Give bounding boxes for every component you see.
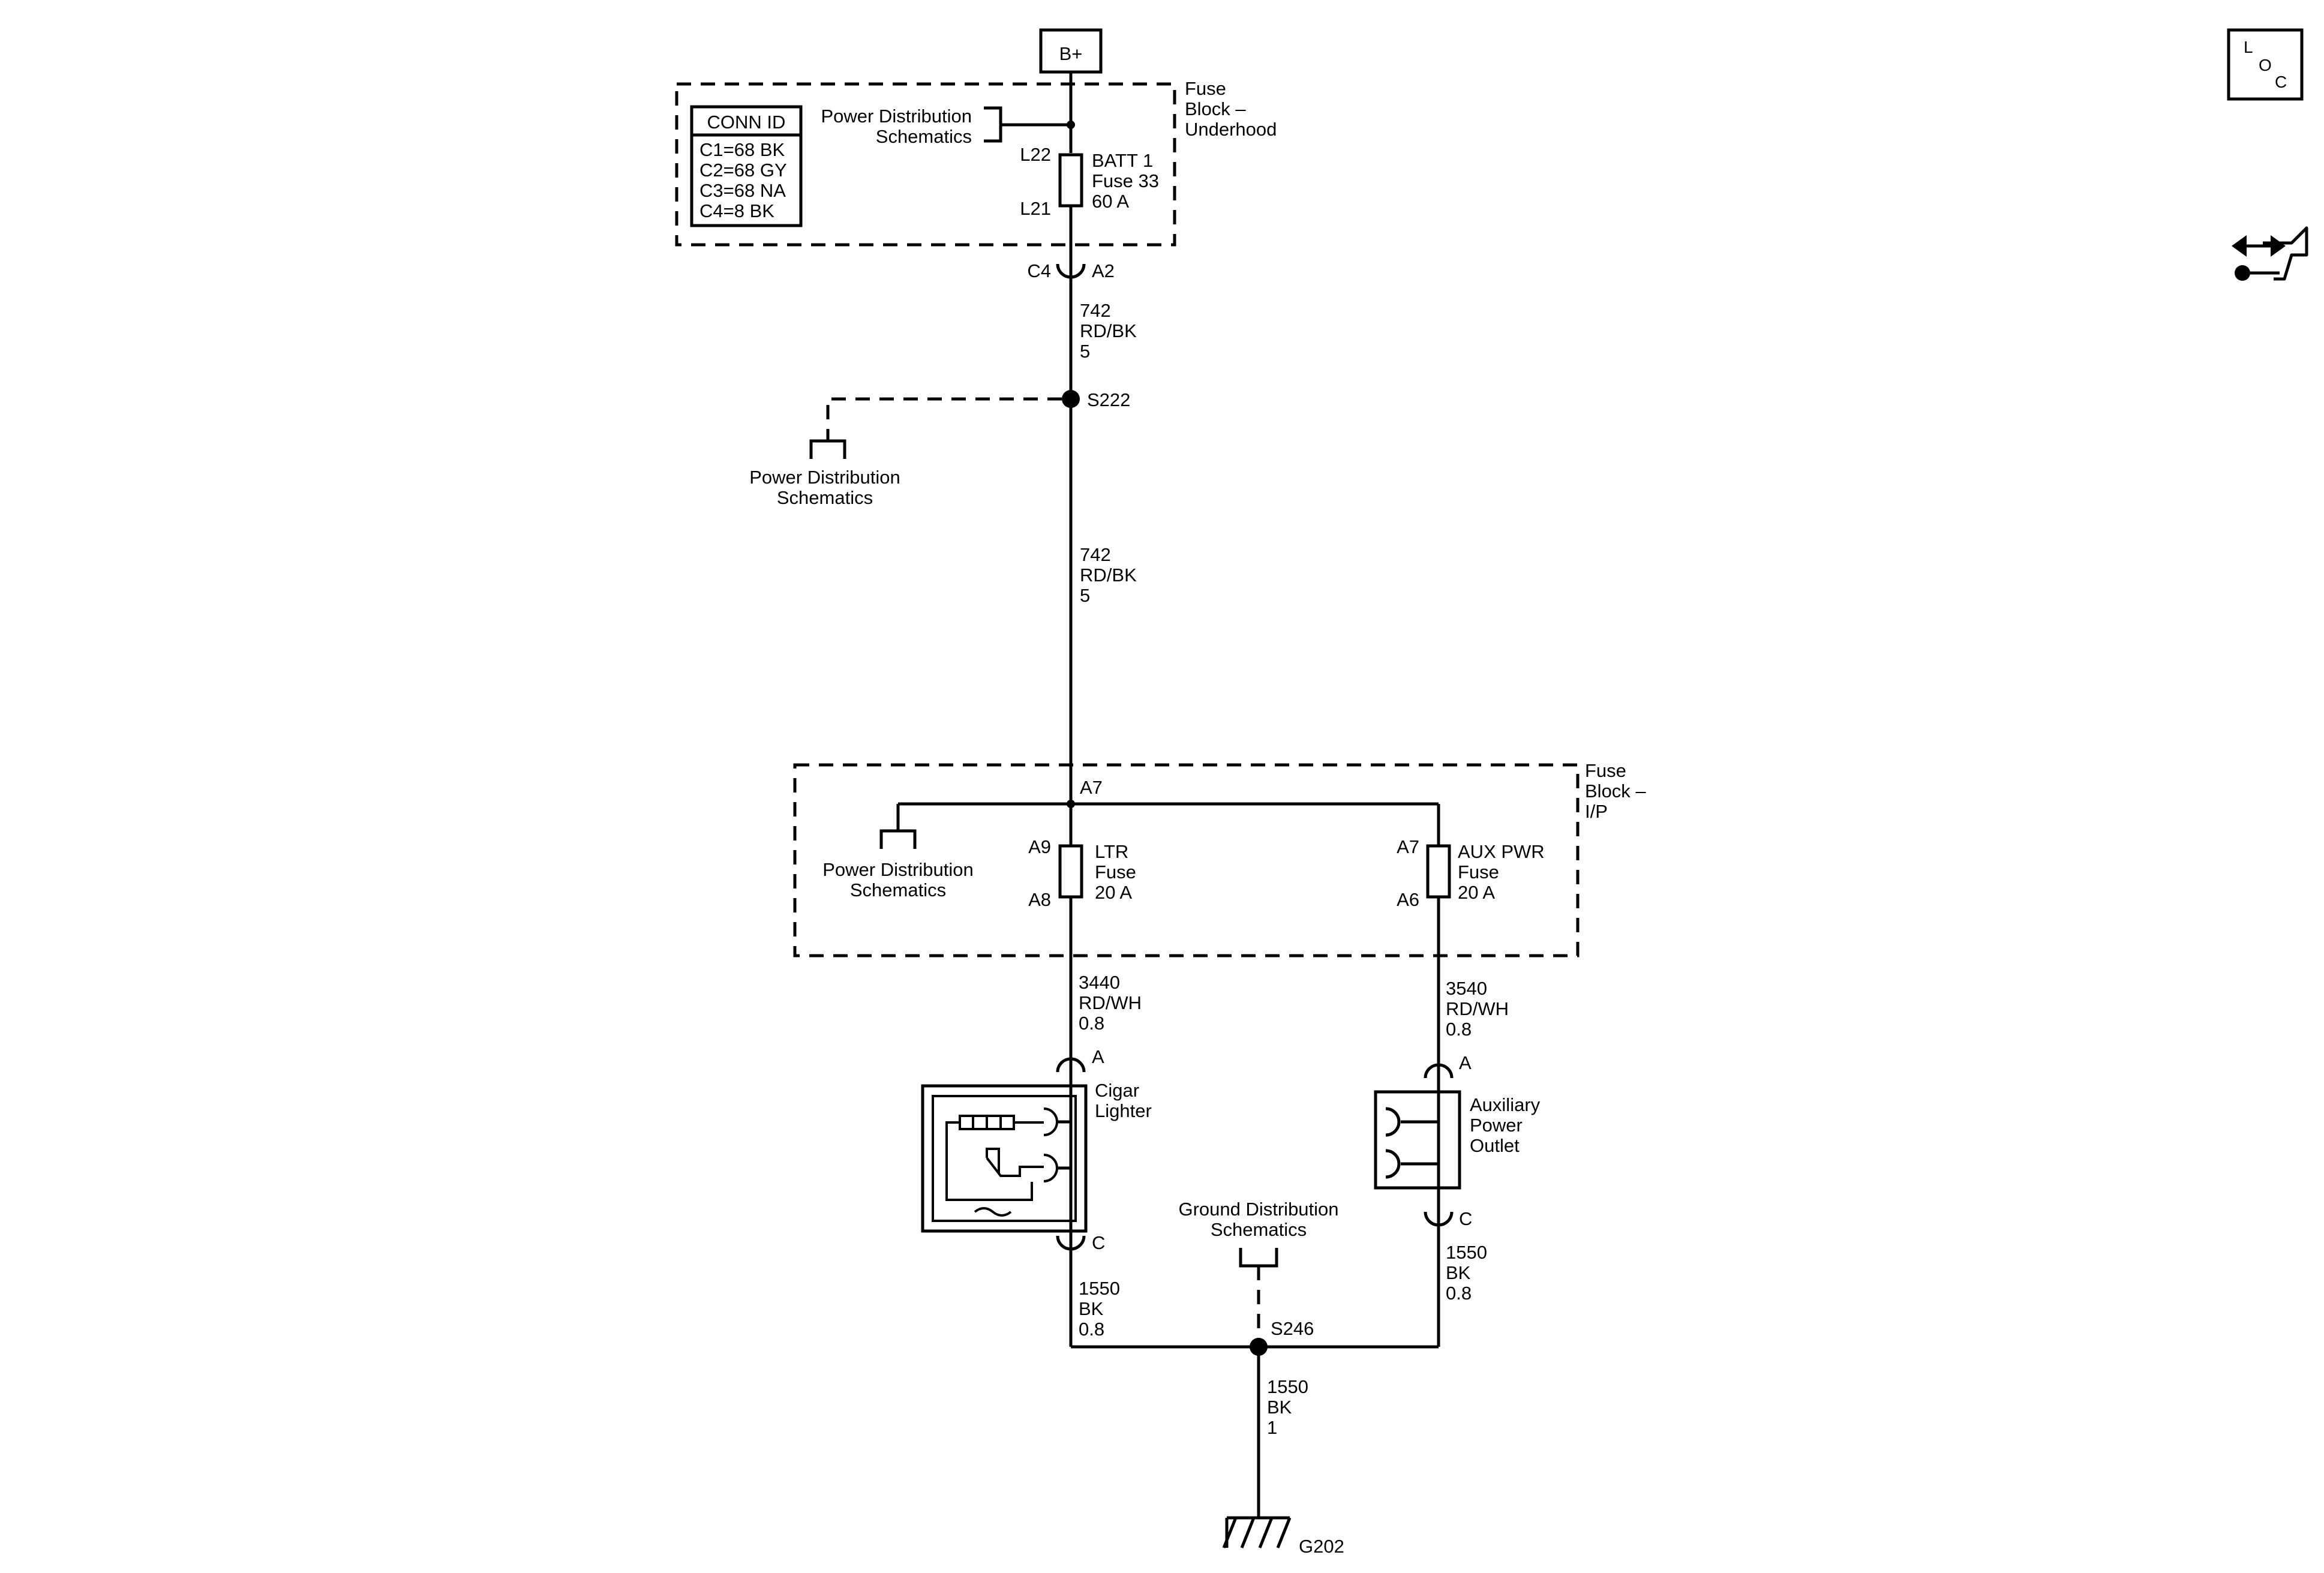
ground-g202-label: G202 (1299, 1536, 1344, 1557)
wire-742-lower-circuit: 742 (1080, 544, 1111, 565)
splice-s222 (1062, 390, 1080, 408)
aux-outlet-label-3: Outlet (1470, 1135, 1520, 1156)
splice-s222-label: S222 (1087, 389, 1130, 410)
aux-power-fuse: A7 A6 AUX PWR Fuse 20 A (1397, 836, 1545, 910)
wire-3440-color: RD/WH (1079, 992, 1142, 1013)
aux-fuse-rating: 20 A (1458, 882, 1495, 903)
auxiliary-power-outlet: A Auxiliary Power Outlet C (1374, 1052, 1541, 1229)
cigar-lighter-label-2: Lighter (1095, 1100, 1152, 1121)
splice-s246-label: S246 (1271, 1318, 1314, 1339)
conn-id-row: C3=68 NA (699, 180, 786, 201)
wire-3440-gauge: 0.8 (1079, 1013, 1104, 1034)
aux-outlet-pin-c: C (1459, 1208, 1472, 1229)
connector-c4: C4 A2 (1027, 260, 1115, 281)
batt1-fuse-rating: 60 A (1092, 191, 1129, 212)
wire-742-lower-gauge: 5 (1080, 585, 1090, 606)
fuse-block-ip-title-2: Block – (1585, 781, 1646, 801)
s222-power-distribution-ref: Power Distribution (749, 467, 900, 488)
aux-outlet-label-2: Power (1470, 1115, 1523, 1136)
wire-742-upper-gauge: 5 (1080, 341, 1090, 362)
cigar-lighter-pin-c: C (1092, 1232, 1105, 1253)
ip-bus-pin: A7 (1080, 777, 1103, 798)
conn-id-row: C2=68 GY (699, 160, 787, 181)
fuse-block-underhood-boundary (675, 82, 1176, 247)
wire-3540-gauge: 0.8 (1446, 1019, 1472, 1040)
fuse-block-ip-title-3: I/P (1585, 801, 1608, 822)
wire-1550-left-color: BK (1079, 1298, 1104, 1319)
batt1-fuse-label: BATT 1 (1092, 150, 1153, 171)
connector-view-icon[interactable] (2232, 226, 2308, 281)
ltr-fuse-out-pin: A8 (1028, 889, 1051, 910)
wire-3440-circuit: 3440 (1079, 972, 1120, 993)
wire-1550-left-circuit: 1550 (1079, 1278, 1120, 1299)
wire-3540-circuit: 3540 (1446, 978, 1487, 999)
wire-742-upper-circuit: 742 (1080, 300, 1111, 321)
loc-icon[interactable]: L O C (2227, 28, 2304, 101)
batt1-fuse-number: Fuse 33 (1092, 170, 1159, 191)
aux-fuse-out-pin: A6 (1397, 889, 1419, 910)
loc-letter-c: C (2275, 73, 2287, 91)
ground-g202: G202 (1222, 1516, 1344, 1557)
cigar-lighter: A Cigar Lighter C (921, 1046, 1152, 1253)
s222-power-distribution-ref-2: Schematics (777, 487, 873, 508)
conn-id-header: CONN ID (707, 112, 786, 133)
ip-power-distribution-ref-2: Schematics (850, 879, 946, 900)
ground-distribution-ref: Ground Distribution (1178, 1199, 1338, 1220)
underhood-power-distribution-ref: Power Distribution (821, 106, 972, 127)
wire-742-lower-color: RD/BK (1080, 565, 1137, 586)
ip-power-distribution-ref: Power Distribution (822, 859, 974, 880)
ltr-fuse-label: LTR (1095, 841, 1128, 862)
underhood-power-distribution-ref-2: Schematics (876, 126, 972, 147)
b-plus-label: B+ (1059, 43, 1083, 64)
wire-3540-color: RD/WH (1446, 998, 1509, 1019)
wire-1550-ground-gauge: 1 (1267, 1417, 1277, 1438)
aux-fuse-in-pin: A7 (1397, 836, 1419, 857)
connector-c4-label: C4 (1027, 260, 1051, 281)
battery-positive-source: B+ (1039, 28, 1103, 74)
aux-fuse-name: Fuse (1458, 861, 1499, 882)
wire-1550-ground-color: BK (1267, 1397, 1292, 1418)
loc-letter-l: L (2244, 38, 2253, 56)
wire-1550-right-circuit: 1550 (1446, 1242, 1487, 1263)
wire-1550-ground-circuit: 1550 (1267, 1376, 1308, 1397)
connector-c4-pin: A2 (1092, 260, 1115, 281)
fuse-block-underhood-title-1: Fuse (1185, 78, 1226, 99)
ltr-fuse-rating: 20 A (1095, 882, 1132, 903)
batt1-fuse-in-pin: L22 (1020, 144, 1051, 165)
aux-outlet-pin-a: A (1459, 1052, 1472, 1073)
conn-id-table: CONN ID C1=68 BK C2=68 GY C3=68 NA C4=8 … (690, 105, 803, 227)
batt1-fuse: L22 L21 BATT 1 Fuse 33 60 A (1020, 144, 1159, 219)
aux-fuse-label: AUX PWR (1458, 841, 1545, 862)
aux-outlet-label: Auxiliary (1470, 1094, 1541, 1115)
wire-1550-right-gauge: 0.8 (1446, 1283, 1472, 1304)
fuse-block-underhood-title-3: Underhood (1185, 119, 1277, 140)
ltr-fuse: A9 A8 LTR Fuse 20 A (1028, 836, 1136, 910)
fuse-block-ip-boundary (793, 763, 1580, 957)
cigar-lighter-label: Cigar (1095, 1080, 1139, 1101)
wire-742-upper-color: RD/BK (1080, 320, 1137, 341)
wire-1550-left-gauge: 0.8 (1079, 1319, 1104, 1340)
ground-distribution-ref-2: Schematics (1211, 1219, 1307, 1240)
cigar-lighter-pin-a: A (1092, 1046, 1104, 1067)
fuse-block-underhood-title-2: Block – (1185, 98, 1246, 119)
wire-1550-right-color: BK (1446, 1262, 1471, 1283)
ltr-fuse-in-pin: A9 (1028, 836, 1051, 857)
conn-id-row: C4=8 BK (699, 200, 774, 221)
batt1-fuse-out-pin: L21 (1020, 198, 1051, 219)
ltr-fuse-name: Fuse (1095, 861, 1136, 882)
loc-letter-o: O (2259, 56, 2272, 74)
fuse-block-ip-title-1: Fuse (1585, 760, 1626, 781)
conn-id-row: C1=68 BK (699, 139, 785, 160)
